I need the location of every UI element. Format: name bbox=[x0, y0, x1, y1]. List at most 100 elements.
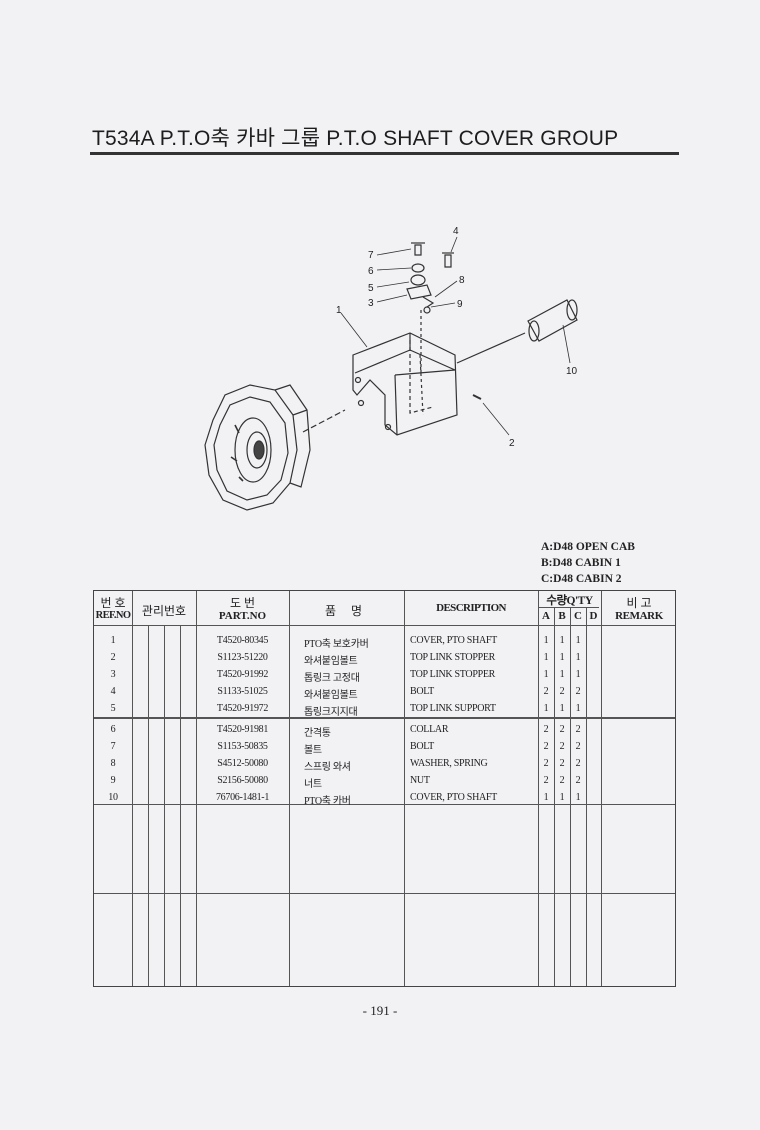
cell-qty-c: 1 bbox=[575, 669, 581, 680]
cell-qty-b: 1 bbox=[559, 652, 565, 663]
legend-a: A:D48 OPEN CAB bbox=[541, 541, 635, 553]
cell-description: BOLT bbox=[410, 741, 434, 752]
cell-qty-b: 2 bbox=[559, 724, 565, 735]
callout-6: 6 bbox=[368, 266, 374, 277]
header-ref-en: REF.NO bbox=[95, 610, 131, 621]
cell-qty-c: 2 bbox=[575, 724, 581, 735]
cell-qty-b: 1 bbox=[559, 703, 565, 714]
header-remark-ko: 비 고 bbox=[626, 596, 652, 610]
header-qty-b: B bbox=[558, 610, 566, 622]
page-title: T534A P.T.O축 카바 그룹 P.T.O SHAFT COVER GRO… bbox=[92, 127, 619, 150]
parts-table: 번 호 REF.NO 관리번호 도 번 PART.NO 품 명 DESCRIPT… bbox=[93, 590, 676, 987]
cell-ref: 2 bbox=[110, 652, 116, 663]
cell-part-no: T4520-91972 bbox=[216, 703, 269, 714]
cell-part-no: T4520-80345 bbox=[216, 635, 269, 646]
callout-9: 9 bbox=[457, 299, 463, 310]
cell-qty-a: 1 bbox=[543, 652, 549, 663]
cell-name-ko: 와셔붙임볼트 bbox=[304, 656, 358, 667]
cell-description: COLLAR bbox=[410, 724, 449, 735]
cell-part-no: T4520-91981 bbox=[216, 724, 269, 735]
cell-part-no: S1153-50835 bbox=[217, 741, 268, 752]
cell-description: WASHER, SPRING bbox=[410, 758, 488, 769]
cell-name-ko: PTO축 카버 bbox=[304, 796, 351, 807]
callout-3: 3 bbox=[368, 298, 374, 309]
header-qty: 수량Q'TY bbox=[546, 595, 593, 607]
cell-name-ko: 간격통 bbox=[304, 728, 331, 739]
cell-name-ko: 볼트 bbox=[304, 745, 322, 756]
cell-qty-a: 1 bbox=[543, 703, 549, 714]
cell-description: TOP LINK SUPPORT bbox=[410, 703, 496, 714]
cell-qty-b: 1 bbox=[559, 635, 565, 646]
cell-qty-b: 2 bbox=[559, 686, 565, 697]
cell-name-ko: 톱링크지지대 bbox=[304, 707, 358, 718]
header-qty-a: A bbox=[542, 610, 550, 622]
cell-ref: 6 bbox=[110, 724, 116, 735]
cell-qty-a: 2 bbox=[543, 758, 549, 769]
header-part-en: PART.NO bbox=[218, 610, 267, 622]
pto-cover-drawing bbox=[352, 332, 458, 436]
cell-qty-a: 1 bbox=[543, 792, 549, 803]
cell-qty-b: 2 bbox=[559, 775, 565, 786]
cell-qty-a: 1 bbox=[543, 669, 549, 680]
cell-qty-c: 1 bbox=[575, 635, 581, 646]
callout-10: 10 bbox=[566, 366, 578, 377]
header-ref-ko: 번 호 bbox=[100, 596, 126, 610]
cell-description: COVER, PTO SHAFT bbox=[410, 635, 497, 646]
cell-qty-b: 2 bbox=[559, 758, 565, 769]
legend-b: B:D48 CABIN 1 bbox=[541, 557, 621, 569]
cell-ref: 9 bbox=[110, 775, 116, 786]
cell-description: COVER, PTO SHAFT bbox=[410, 792, 497, 803]
header-qty-c: C bbox=[574, 610, 582, 622]
page-number: - 191 - bbox=[362, 1003, 398, 1018]
header-part-ko: 도 번 bbox=[229, 596, 256, 610]
cell-qty-a: 2 bbox=[543, 775, 549, 786]
cell-ref: 4 bbox=[110, 686, 116, 697]
cell-ref: 7 bbox=[110, 741, 116, 752]
collar-drawing bbox=[527, 299, 578, 342]
cell-qty-c: 1 bbox=[575, 703, 581, 714]
header-name-ko: 품 명 bbox=[324, 604, 369, 618]
callout-5: 5 bbox=[368, 283, 374, 294]
cell-description: TOP LINK STOPPER bbox=[410, 652, 496, 663]
cell-part-no: S4512-50080 bbox=[217, 758, 268, 769]
cell-qty-c: 2 bbox=[575, 686, 581, 697]
cell-name-ko: 너트 bbox=[304, 779, 322, 790]
cell-name-ko: 와셔붙임볼트 bbox=[304, 690, 358, 701]
callout-7: 7 bbox=[368, 250, 374, 261]
cell-qty-a: 2 bbox=[543, 741, 549, 752]
cell-name-ko: 톱링크 고정대 bbox=[304, 673, 360, 684]
flange-housing-drawing bbox=[204, 384, 311, 511]
header-remark-en: REMARK bbox=[615, 610, 663, 622]
callout-1: 1 bbox=[336, 305, 342, 316]
cell-name-ko: PTO축 보호카버 bbox=[304, 639, 369, 650]
header-mgmt-no: 관리번호 bbox=[141, 604, 187, 618]
cell-qty-c: 2 bbox=[575, 758, 581, 769]
cell-part-no: S1133-51025 bbox=[217, 686, 268, 697]
title-rule bbox=[90, 152, 679, 155]
cell-part-no: S2156-50080 bbox=[217, 775, 268, 786]
cell-ref: 1 bbox=[110, 635, 116, 646]
header-description: DESCRIPTION bbox=[436, 602, 506, 614]
cell-description: TOP LINK STOPPER bbox=[410, 669, 496, 680]
cell-ref: 8 bbox=[110, 758, 116, 769]
cell-ref: 10 bbox=[108, 792, 118, 803]
cell-qty-b: 1 bbox=[559, 792, 565, 803]
cell-part-no: T4520-91992 bbox=[216, 669, 269, 680]
callout-4: 4 bbox=[453, 226, 459, 237]
cell-ref: 5 bbox=[110, 703, 116, 714]
cell-description: NUT bbox=[410, 775, 430, 786]
header-qty-d: D bbox=[589, 610, 598, 622]
cell-qty-a: 2 bbox=[543, 724, 549, 735]
cell-part-no: 76706-1481-1 bbox=[215, 792, 270, 803]
callout-2: 2 bbox=[509, 438, 515, 449]
model-legend: A:D48 OPEN CAB B:D48 CABIN 1 C:D48 CABIN… bbox=[541, 539, 635, 587]
callout-8: 8 bbox=[459, 275, 465, 286]
cell-name-ko: 스프링 와셔 bbox=[304, 762, 351, 773]
cell-qty-b: 2 bbox=[559, 741, 565, 752]
cell-qty-c: 2 bbox=[575, 741, 581, 752]
cell-qty-a: 2 bbox=[543, 686, 549, 697]
cell-part-no: S1123-51220 bbox=[217, 652, 268, 663]
cell-qty-a: 1 bbox=[543, 635, 549, 646]
cell-qty-c: 1 bbox=[575, 652, 581, 663]
top-link-parts-drawing bbox=[406, 242, 454, 375]
